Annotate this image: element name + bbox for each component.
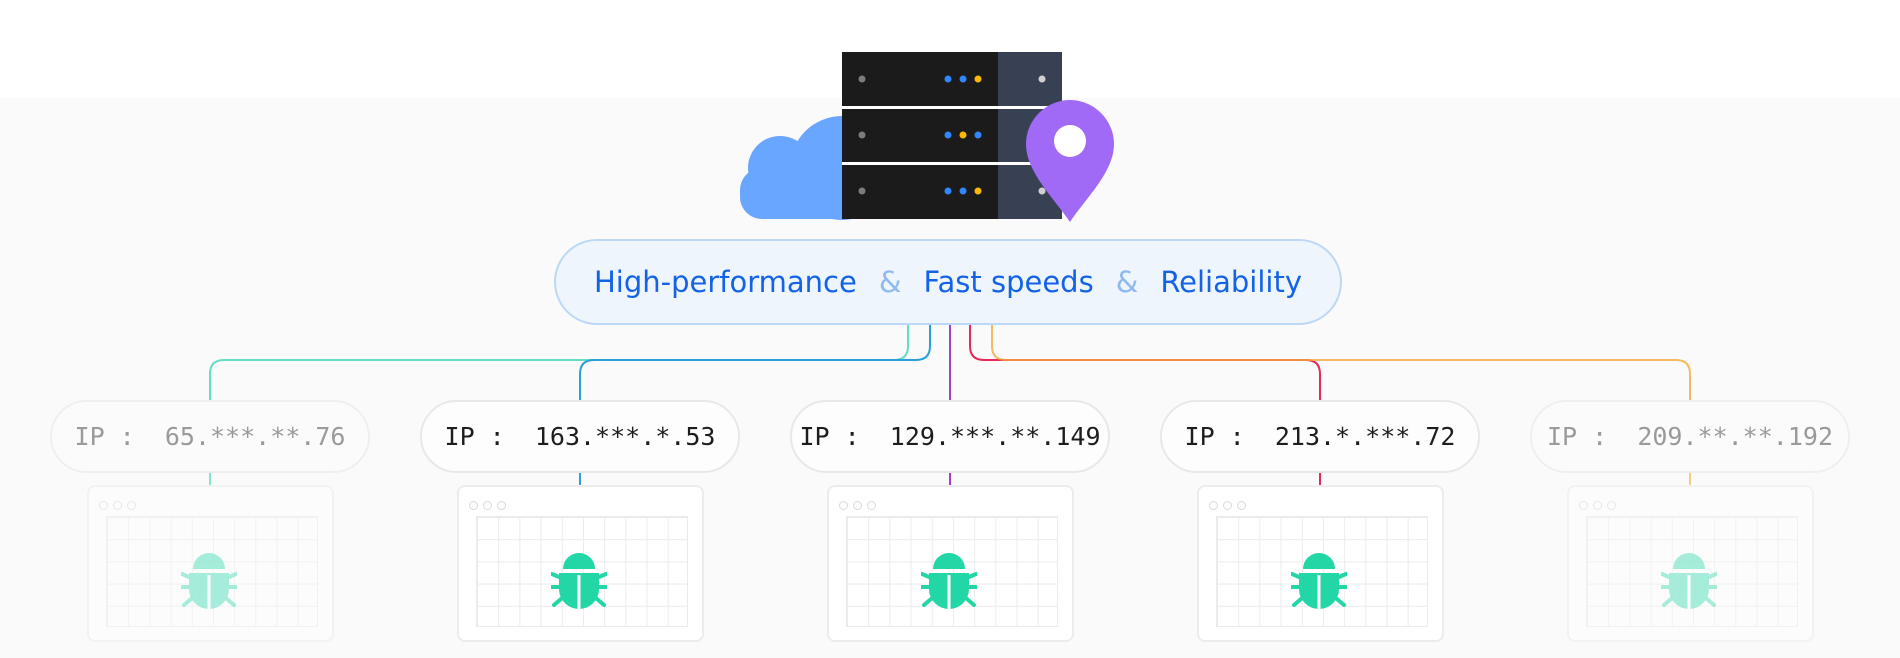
- ip-address: 129.***.**.149: [889, 422, 1101, 451]
- tagline-pill: High-performance & Fast speeds & Reliabi…: [554, 239, 1342, 325]
- tagline-reliability: Reliability: [1160, 265, 1302, 299]
- browser-window: [827, 485, 1074, 642]
- location-pin-icon: [1026, 100, 1114, 222]
- window-controls: [1579, 495, 1621, 510]
- ip-label: IP :: [799, 422, 860, 451]
- window-grid: [106, 516, 318, 627]
- ip-label: IP :: [444, 422, 505, 451]
- tagline-fast-speeds: Fast speeds: [923, 265, 1094, 299]
- ip-chip: IP : 163.***.*.53: [420, 400, 740, 473]
- tagline-separator: &: [1115, 265, 1139, 299]
- window-grid: [1586, 516, 1798, 627]
- bug-icon: [1661, 553, 1717, 609]
- ip-chip: IP : 209.**.**.192: [1530, 400, 1850, 473]
- ip-label: IP :: [1547, 422, 1608, 451]
- ip-label: IP :: [1184, 422, 1245, 451]
- connector-line: [969, 325, 1321, 400]
- server-rack-icon: [842, 52, 1062, 219]
- ip-label: IP :: [74, 422, 135, 451]
- window-controls: [1209, 495, 1251, 510]
- browser-window: [457, 485, 704, 642]
- window-controls: [839, 495, 881, 510]
- browser-window: [1197, 485, 1444, 642]
- ip-chip: IP : 129.***.**.149: [790, 400, 1110, 473]
- bug-icon: [181, 553, 237, 609]
- bug-icon: [551, 553, 607, 609]
- bug-icon: [1291, 553, 1347, 609]
- tagline-separator: &: [878, 265, 902, 299]
- tagline-high-performance: High-performance: [594, 265, 857, 299]
- ip-address: 163.***.*.53: [534, 422, 716, 451]
- browser-window: [1567, 485, 1814, 642]
- connector-line: [209, 325, 909, 400]
- connector-line: [579, 325, 931, 400]
- window-controls: [99, 495, 141, 510]
- browser-window: [87, 485, 334, 642]
- hero-illustration: [740, 52, 1114, 222]
- ip-chip: IP : 65.***.**.76: [50, 400, 370, 473]
- ip-address: 213.*.***.72: [1274, 422, 1456, 451]
- ip-address: 209.**.**.192: [1637, 422, 1833, 451]
- bug-icon: [921, 553, 977, 609]
- ip-address: 65.***.**.76: [164, 422, 346, 451]
- window-controls: [469, 495, 511, 510]
- connector-line: [991, 325, 1691, 400]
- ip-chip: IP : 213.*.***.72: [1160, 400, 1480, 473]
